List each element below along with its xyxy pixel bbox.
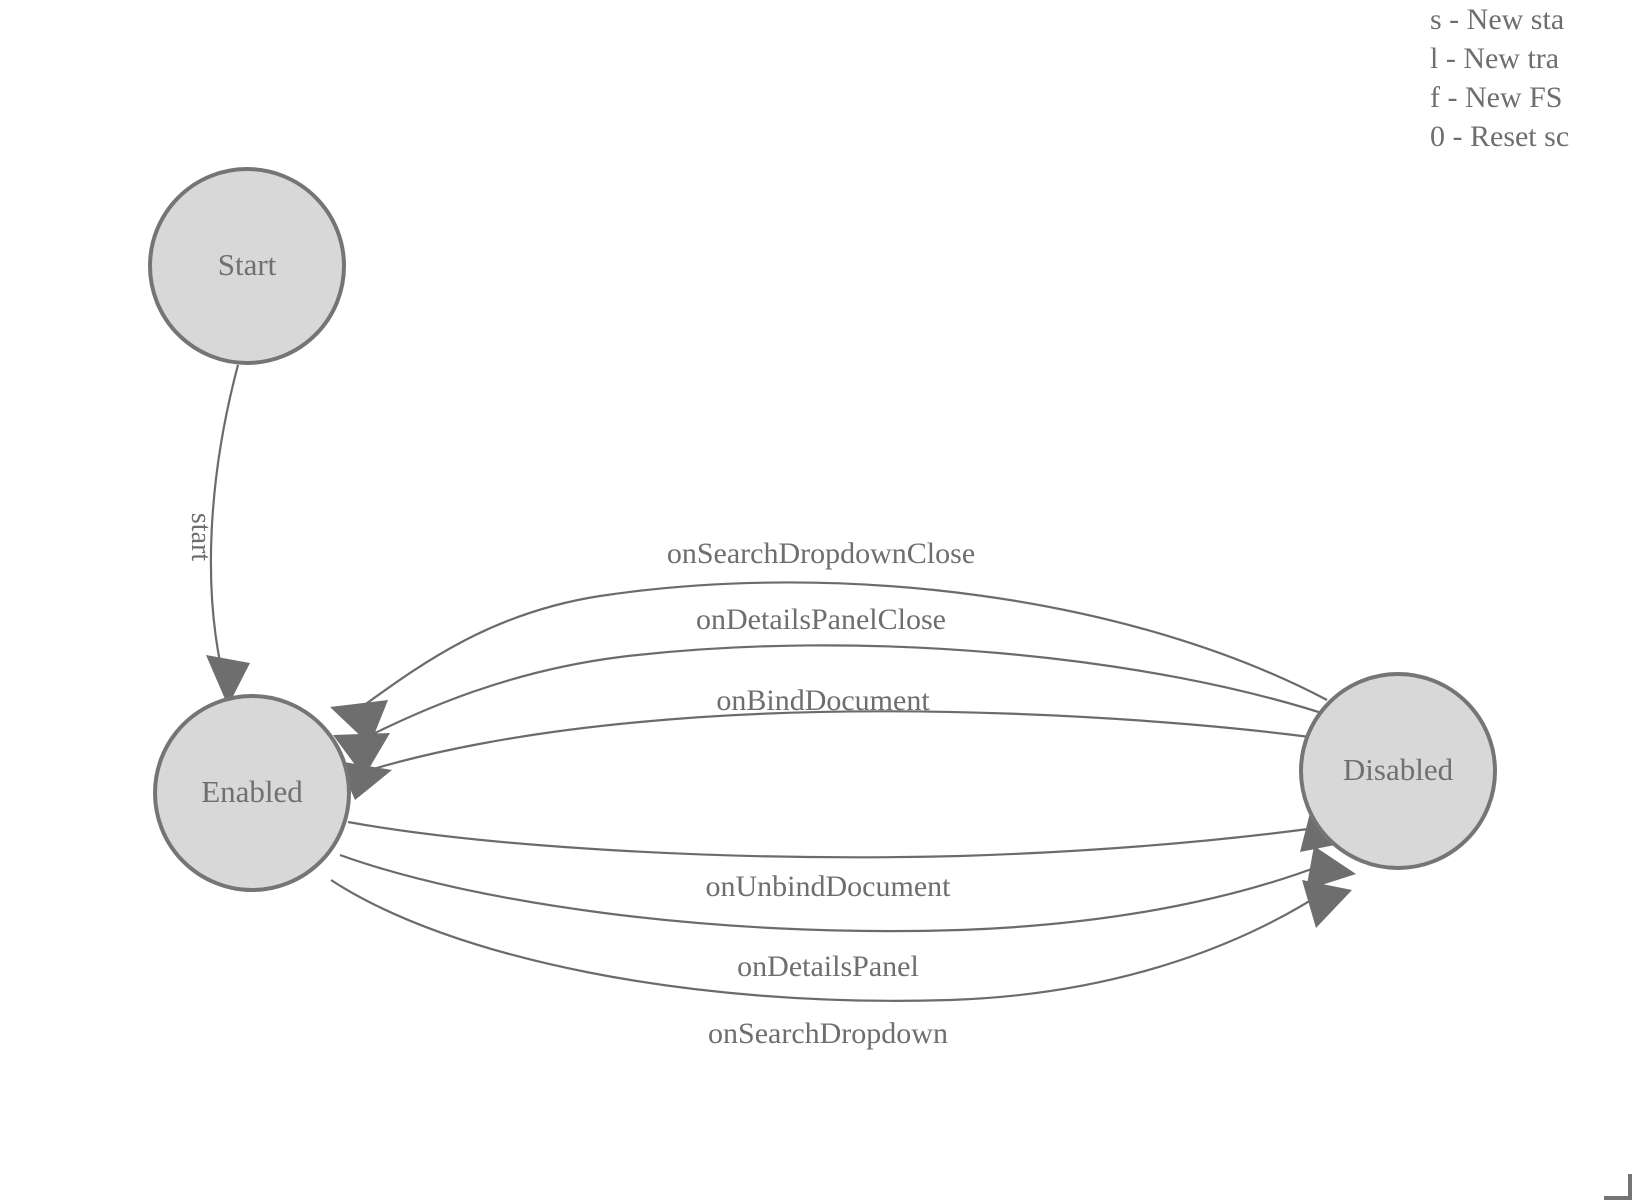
state-label-start: Start — [218, 247, 277, 282]
edge-label-onbinddocument: onBindDocument — [716, 684, 930, 717]
arrow-head-onbinddocument — [338, 761, 392, 800]
edge-path-onbinddocument[interactable] — [369, 710, 1348, 772]
state-label-disabled: Disabled — [1343, 752, 1454, 787]
edge-path-start[interactable] — [209, 364, 240, 689]
edge-label-ondetailspanel: onDetailsPanel — [737, 950, 919, 983]
state-circle-start[interactable] — [148, 167, 346, 365]
resize-corner-handle[interactable] — [1604, 1174, 1632, 1200]
edge-path-onunbinddocument[interactable] — [347, 820, 1317, 859]
edge-path-ondetailspanelclose[interactable] — [364, 644, 1338, 739]
state-node-enabled[interactable]: Enabled — [153, 694, 351, 892]
edge-label-onsearchdropdownclose: onSearchDropdownClose — [667, 537, 975, 570]
edge-label-start: start — [185, 513, 216, 561]
edge-onsearchdropdownclose[interactable]: onSearchDropdownClose — [330, 537, 1328, 745]
edge-start-to-enabled[interactable]: start — [185, 364, 250, 706]
edge-label-onsearchdropdown: onSearchDropdown — [708, 1017, 948, 1050]
edge-path-onsearchdropdownclose[interactable] — [362, 581, 1328, 707]
state-label-enabled: Enabled — [201, 774, 303, 809]
edge-ondetailspanel[interactable]: onDetailsPanel — [339, 846, 1356, 983]
edge-path-onsearchdropdown[interactable] — [330, 879, 1331, 1002]
state-circle-enabled[interactable] — [153, 694, 351, 892]
state-circle-disabled[interactable] — [1299, 672, 1497, 870]
arrow-head-onsearchdropdown — [1302, 880, 1352, 928]
arrow-head-ondetailspanelclose — [333, 733, 390, 777]
state-node-start[interactable]: Start — [148, 167, 346, 365]
resize-corner-icon[interactable] — [1604, 1174, 1632, 1200]
edge-label-ondetailspanelclose: onDetailsPanelClose — [696, 603, 946, 636]
edge-path-ondetailspanel[interactable] — [339, 853, 1326, 933]
arrow-head-ondetailspanel — [1306, 846, 1356, 890]
edge-onunbinddocument[interactable]: onUnbindDocument — [347, 813, 1350, 903]
edge-onbinddocument[interactable]: onBindDocument — [338, 684, 1348, 800]
edge-ondetailspanelclose[interactable]: onDetailsPanelClose — [333, 603, 1338, 777]
arrow-head-start — [206, 655, 250, 706]
state-node-disabled[interactable]: Disabled — [1299, 672, 1497, 870]
edge-label-onunbinddocument: onUnbindDocument — [706, 870, 952, 903]
edge-onsearchdropdown[interactable]: onSearchDropdown — [330, 879, 1352, 1050]
